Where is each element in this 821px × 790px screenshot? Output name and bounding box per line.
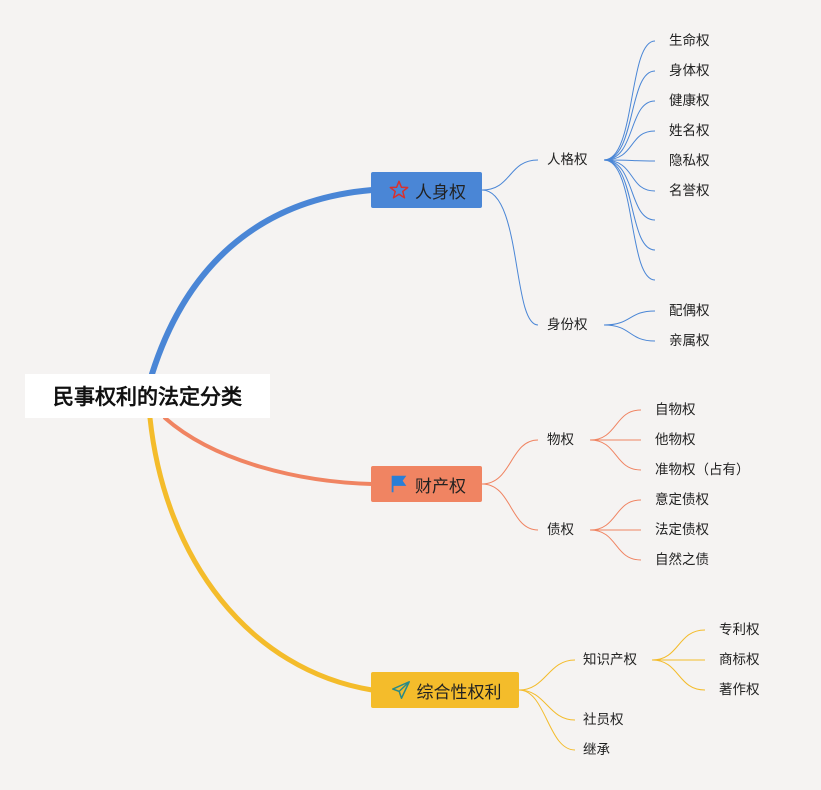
branch-label-comprehensive: 综合性权利 (416, 682, 502, 703)
connectors-property (481, 409, 642, 561)
node-quasi-real-rights[interactable]: 准物权（占有） (655, 462, 750, 478)
node-right-to-privacy[interactable]: 隐私权 (669, 153, 710, 169)
node-spousal-rights[interactable]: 配偶权 (669, 303, 710, 319)
root-label: 民事权利的法定分类 (53, 385, 242, 409)
node-right-to-body[interactable]: 身体权 (669, 63, 710, 79)
paper-plane-icon (389, 678, 413, 702)
node-status-rights[interactable]: 身份权 (547, 317, 588, 333)
star-icon (387, 178, 411, 202)
connector-root-personal (149, 187, 375, 377)
node-copyright[interactable]: 著作权 (719, 682, 760, 698)
flag-icon (387, 472, 411, 496)
node-real-rights[interactable]: 物权 (547, 432, 574, 448)
node-kinship-rights[interactable]: 亲属权 (669, 333, 710, 349)
node-right-to-reputation[interactable]: 名誉权 (669, 183, 710, 199)
branch-node-personal[interactable]: 人身权 (371, 172, 482, 208)
node-inheritance[interactable]: 继承 (583, 742, 610, 758)
node-voluntary-debt[interactable]: 意定债权 (655, 492, 709, 508)
node-right-to-health[interactable]: 健康权 (669, 93, 710, 109)
connectors-personal (481, 40, 656, 342)
node-trademark-rights[interactable]: 商标权 (719, 652, 760, 668)
node-natural-obligation[interactable]: 自然之债 (655, 552, 709, 568)
connector-root-comprehensive (147, 415, 375, 693)
branch-label-property: 财产权 (415, 476, 466, 497)
node-right-to-name[interactable]: 姓名权 (669, 123, 710, 139)
branch-label-personal: 人身权 (415, 182, 466, 203)
connectors-comprehensive (518, 629, 706, 751)
node-creditor-rights[interactable]: 债权 (547, 522, 574, 538)
root-node[interactable]: 民事权利的法定分类 (25, 374, 270, 418)
branch-node-property[interactable]: 财产权 (371, 466, 482, 502)
branch-node-comprehensive[interactable]: 综合性权利 (371, 672, 519, 708)
node-ownership[interactable]: 自物权 (655, 402, 696, 418)
node-patent-rights[interactable]: 专利权 (719, 622, 760, 638)
node-statutory-debt[interactable]: 法定债权 (655, 522, 709, 538)
node-intellectual-property[interactable]: 知识产权 (583, 652, 637, 668)
node-right-to-life[interactable]: 生命权 (669, 33, 710, 49)
node-membership-rights[interactable]: 社员权 (583, 712, 624, 728)
node-personality-rights[interactable]: 人格权 (547, 152, 588, 168)
connector-root-property (163, 416, 374, 486)
node-jura-in-re-aliena[interactable]: 他物权 (655, 432, 696, 448)
